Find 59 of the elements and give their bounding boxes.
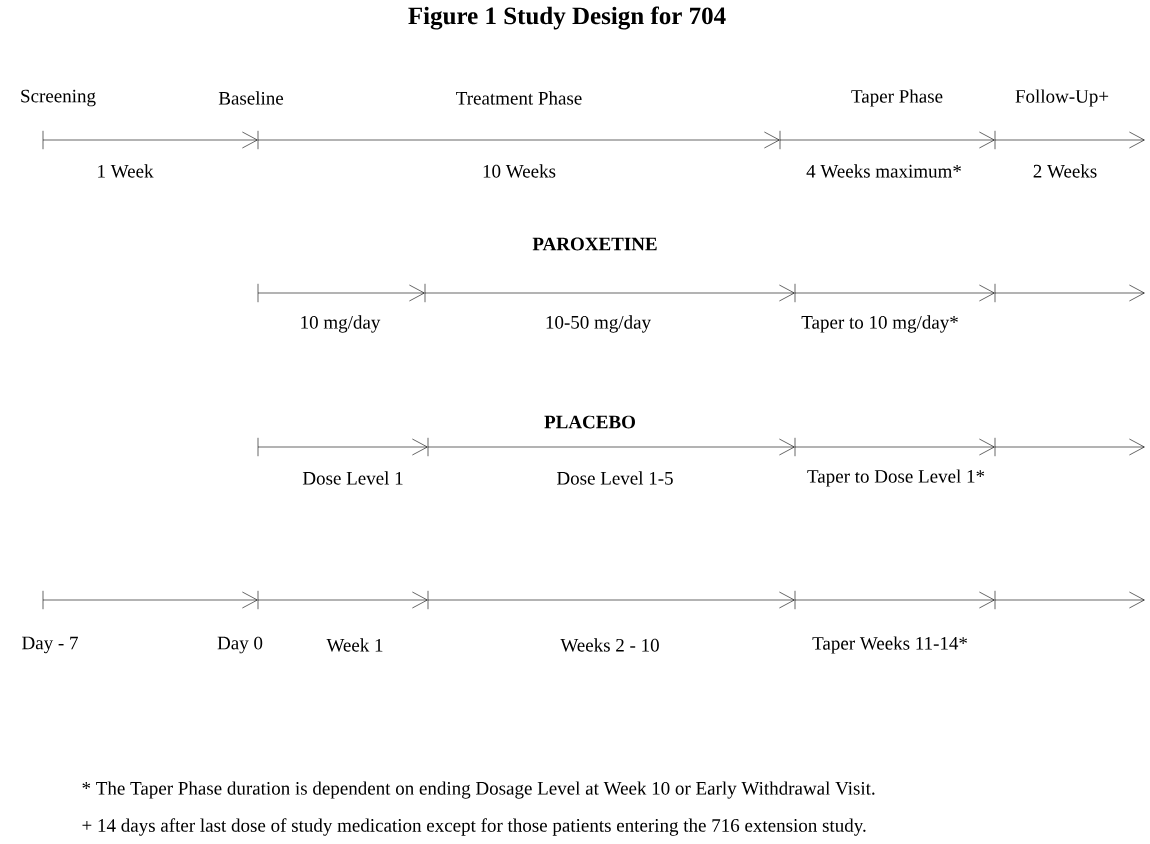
arrow (994, 438, 1145, 456)
title: Figure 1 Study Design for 704 (408, 6, 726, 30)
tick-mark (42, 130, 44, 150)
arrow (42, 131, 258, 149)
arrow (994, 284, 1145, 302)
arrow (779, 131, 995, 149)
arrow (794, 438, 995, 456)
tick-mark (994, 590, 996, 610)
footnote: * The Taper Phase duration is dependent on ending Dosage Level at Week 10 or Early Withdrawal Visit. (82, 781, 875, 799)
phase-label: Baseline (218, 91, 284, 105)
tick-mark (794, 283, 796, 303)
tick-mark (427, 590, 429, 610)
tick-mark (424, 283, 426, 303)
edge-label: Taper Weeks 11-14* (812, 636, 967, 654)
arrow (794, 284, 995, 302)
edge-label: Dose Level 1-5 (557, 471, 673, 485)
tick-label: Day - 7 (22, 636, 78, 654)
arrow (257, 284, 425, 302)
arrow (427, 438, 795, 456)
edge-label: 4 Weeks maximum* (806, 164, 961, 178)
arrow (994, 591, 1145, 609)
tick-mark (257, 283, 259, 303)
tick-mark (257, 437, 259, 457)
tick-mark (42, 590, 44, 610)
arrow (257, 591, 428, 609)
edge-label: 2 Weeks (1033, 164, 1097, 178)
arrow (424, 284, 795, 302)
edge-label: Taper to 10 mg/day* (801, 315, 958, 333)
edge-label: 10 Weeks (483, 164, 556, 178)
arrow (994, 131, 1145, 149)
tick-mark (994, 437, 996, 457)
edge-label: 1 Week (98, 164, 154, 178)
edge-label: 10-50 mg/day (546, 315, 651, 333)
tick-mark (794, 437, 796, 457)
group-heading: PLACEBO (544, 415, 635, 429)
arrow (257, 131, 780, 149)
tick-mark (427, 437, 429, 457)
footnote: + 14 days after last dose of study medication except for those patients entering the 716 extension study. (82, 818, 866, 836)
arrow (794, 591, 995, 609)
edge-label: Week 1 (326, 638, 383, 652)
edge-label: Taper to Dose Level 1* (807, 469, 985, 487)
tick-mark (794, 590, 796, 610)
phase-label: Taper Phase (851, 89, 943, 107)
tick-label: Day 0 (217, 636, 263, 654)
tick-mark (257, 130, 259, 150)
arrow (42, 591, 258, 609)
tick-mark (779, 130, 781, 150)
tick-mark (257, 590, 259, 610)
arrow (257, 438, 428, 456)
tick-mark (994, 283, 996, 303)
group-heading: PAROXETINE (532, 237, 657, 251)
edge-label: Weeks 2 - 10 (560, 638, 659, 652)
edge-label: Dose Level 1 (302, 471, 403, 485)
arrow (427, 591, 795, 609)
edge-label: 10 mg/day (301, 315, 381, 333)
phase-label: Screening (21, 89, 96, 107)
tick-mark (994, 130, 996, 150)
phase-label: Follow-Up+ (1015, 89, 1109, 107)
phase-label: Treatment Phase (456, 91, 582, 105)
